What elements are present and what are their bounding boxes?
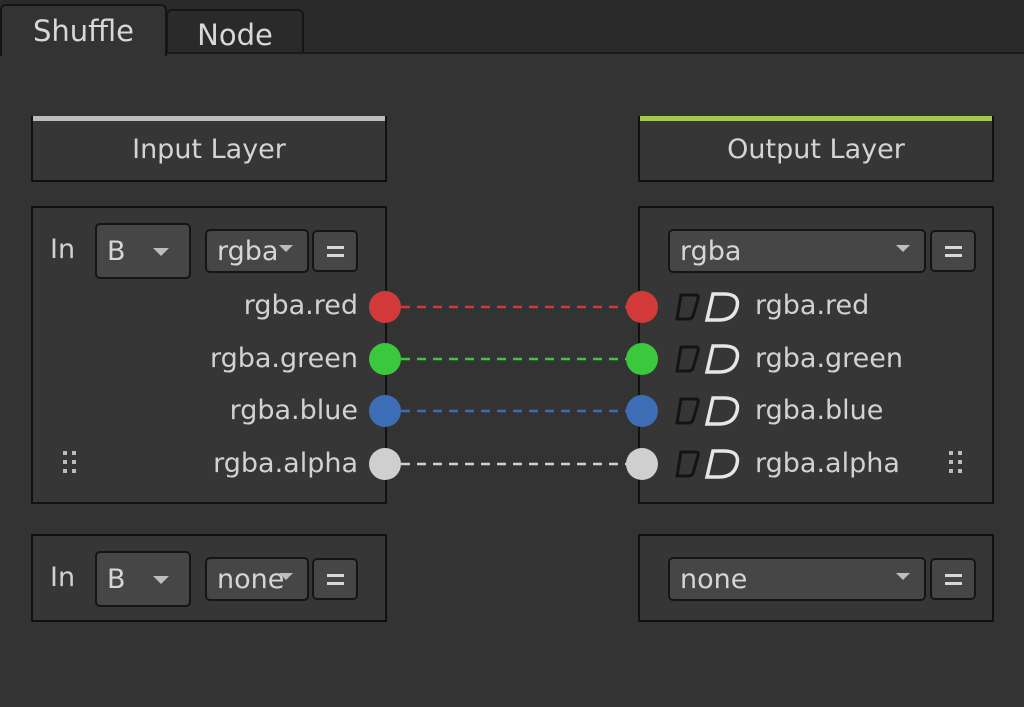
output-secondary-layer-dropdown[interactable]: none <box>668 557 926 601</box>
input-channel-blue: rgba.blue <box>229 395 358 426</box>
input-channel-alpha: rgba.alpha <box>213 448 358 479</box>
tab-node[interactable]: Node <box>166 9 304 54</box>
output-layer-dropdown[interactable]: rgba <box>668 229 926 273</box>
input-layer-accent <box>33 116 385 121</box>
input-layer-dropdown[interactable]: rgba <box>205 229 309 273</box>
input-in-label: In <box>50 234 76 265</box>
chevron-down-icon <box>279 245 293 252</box>
equals-icon-bar <box>945 582 962 585</box>
output-drag-handle-icon[interactable] <box>949 451 963 477</box>
output-channel-green: rgba.green <box>755 343 904 374</box>
input-secondary-source-dropdown[interactable]: B <box>95 551 191 607</box>
input-drag-handle-icon[interactable] <box>63 451 77 477</box>
equals-icon <box>945 574 962 577</box>
input-layer-value: rgba <box>217 236 279 267</box>
tab-node-label: Node <box>197 18 273 52</box>
tab-bar: Node Shuffle <box>0 0 1024 56</box>
output-secondary-equals-button[interactable] <box>930 558 976 600</box>
output-layer-title: Output Layer <box>727 134 905 165</box>
input-layer-equals-button[interactable] <box>312 230 358 272</box>
output-layer-equals-button[interactable] <box>930 230 976 272</box>
input-secondary-source-value: B <box>107 564 126 595</box>
output-layer-accent <box>640 116 992 121</box>
chevron-down-icon <box>153 248 169 256</box>
equals-icon <box>945 246 962 249</box>
input-source-value: B <box>107 236 126 267</box>
input-source-dropdown[interactable]: B <box>95 223 191 279</box>
equals-icon <box>327 574 344 577</box>
input-layer-title: Input Layer <box>132 134 286 165</box>
input-secondary-layer-value: none <box>217 564 285 595</box>
output-layer-value: rgba <box>680 236 742 267</box>
chevron-down-icon <box>153 576 169 584</box>
output-secondary-layer-value: none <box>680 564 748 595</box>
chevron-down-icon <box>896 245 910 252</box>
chevron-down-icon <box>279 573 293 580</box>
equals-icon-bar <box>945 254 962 257</box>
equals-icon-bar <box>327 582 344 585</box>
output-channel-blue: rgba.blue <box>755 395 884 426</box>
input-secondary-equals-button[interactable] <box>312 558 358 600</box>
input-secondary-in-label: In <box>50 562 76 593</box>
input-layer-header: Input Layer <box>31 116 387 182</box>
tab-shuffle-label: Shuffle <box>32 14 135 48</box>
input-channel-green: rgba.green <box>209 343 358 374</box>
equals-icon-bar <box>327 254 344 257</box>
tab-shuffle[interactable]: Shuffle <box>0 4 167 56</box>
input-channel-red: rgba.red <box>243 290 358 321</box>
input-secondary-layer-dropdown[interactable]: none <box>205 557 309 601</box>
equals-icon <box>327 246 344 249</box>
chevron-down-icon <box>896 573 910 580</box>
output-channel-red: rgba.red <box>755 290 870 321</box>
output-channel-alpha: rgba.alpha <box>755 448 900 479</box>
output-layer-header: Output Layer <box>638 116 994 182</box>
